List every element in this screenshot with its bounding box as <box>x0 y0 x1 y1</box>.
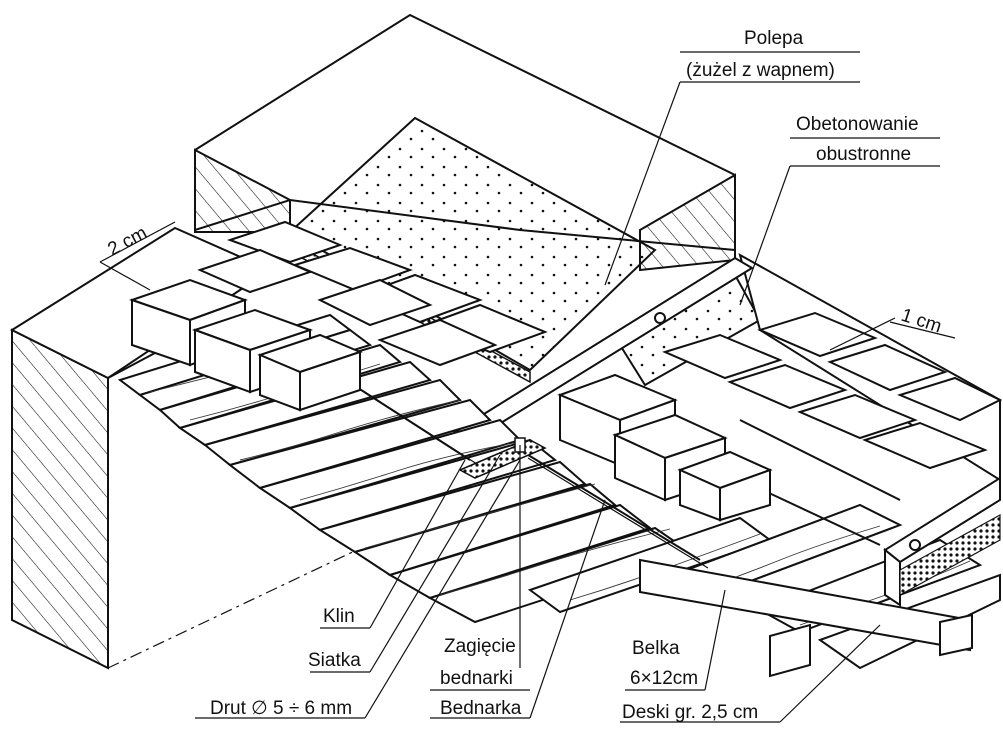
dim-2cm-mark <box>99 221 176 291</box>
label-deski: Deski gr. 2,5 cm <box>622 702 758 723</box>
label-bednarki: bednarki <box>440 668 513 689</box>
joist-6x12 <box>639 558 973 678</box>
label-zagiecie: Zagięcie <box>444 636 516 657</box>
label-belka: Belka <box>632 638 680 659</box>
dim-1cm-mark <box>829 317 956 351</box>
label-obustronne: obustronne <box>816 144 911 165</box>
right-brick-row <box>557 311 1003 522</box>
label-polepa: Polepa <box>744 28 804 49</box>
label-dim-1cm: 1 cm <box>898 305 944 338</box>
label-belka-size: 6×12cm <box>630 668 698 689</box>
label-drut: Drut ∅ 5 ÷ 6 mm <box>210 698 352 719</box>
label-klin: Klin <box>323 606 355 627</box>
right-flat-bar <box>883 476 1001 607</box>
label-polepa-detail: (żużel z wapnem) <box>686 60 835 81</box>
leader-lines <box>195 51 940 723</box>
label-obetonowanie: Obetonowanie <box>796 114 919 135</box>
left-brick-row <box>128 220 548 412</box>
label-siatka: Siatka <box>308 650 361 671</box>
label-bednarka: Bednarka <box>440 698 522 719</box>
